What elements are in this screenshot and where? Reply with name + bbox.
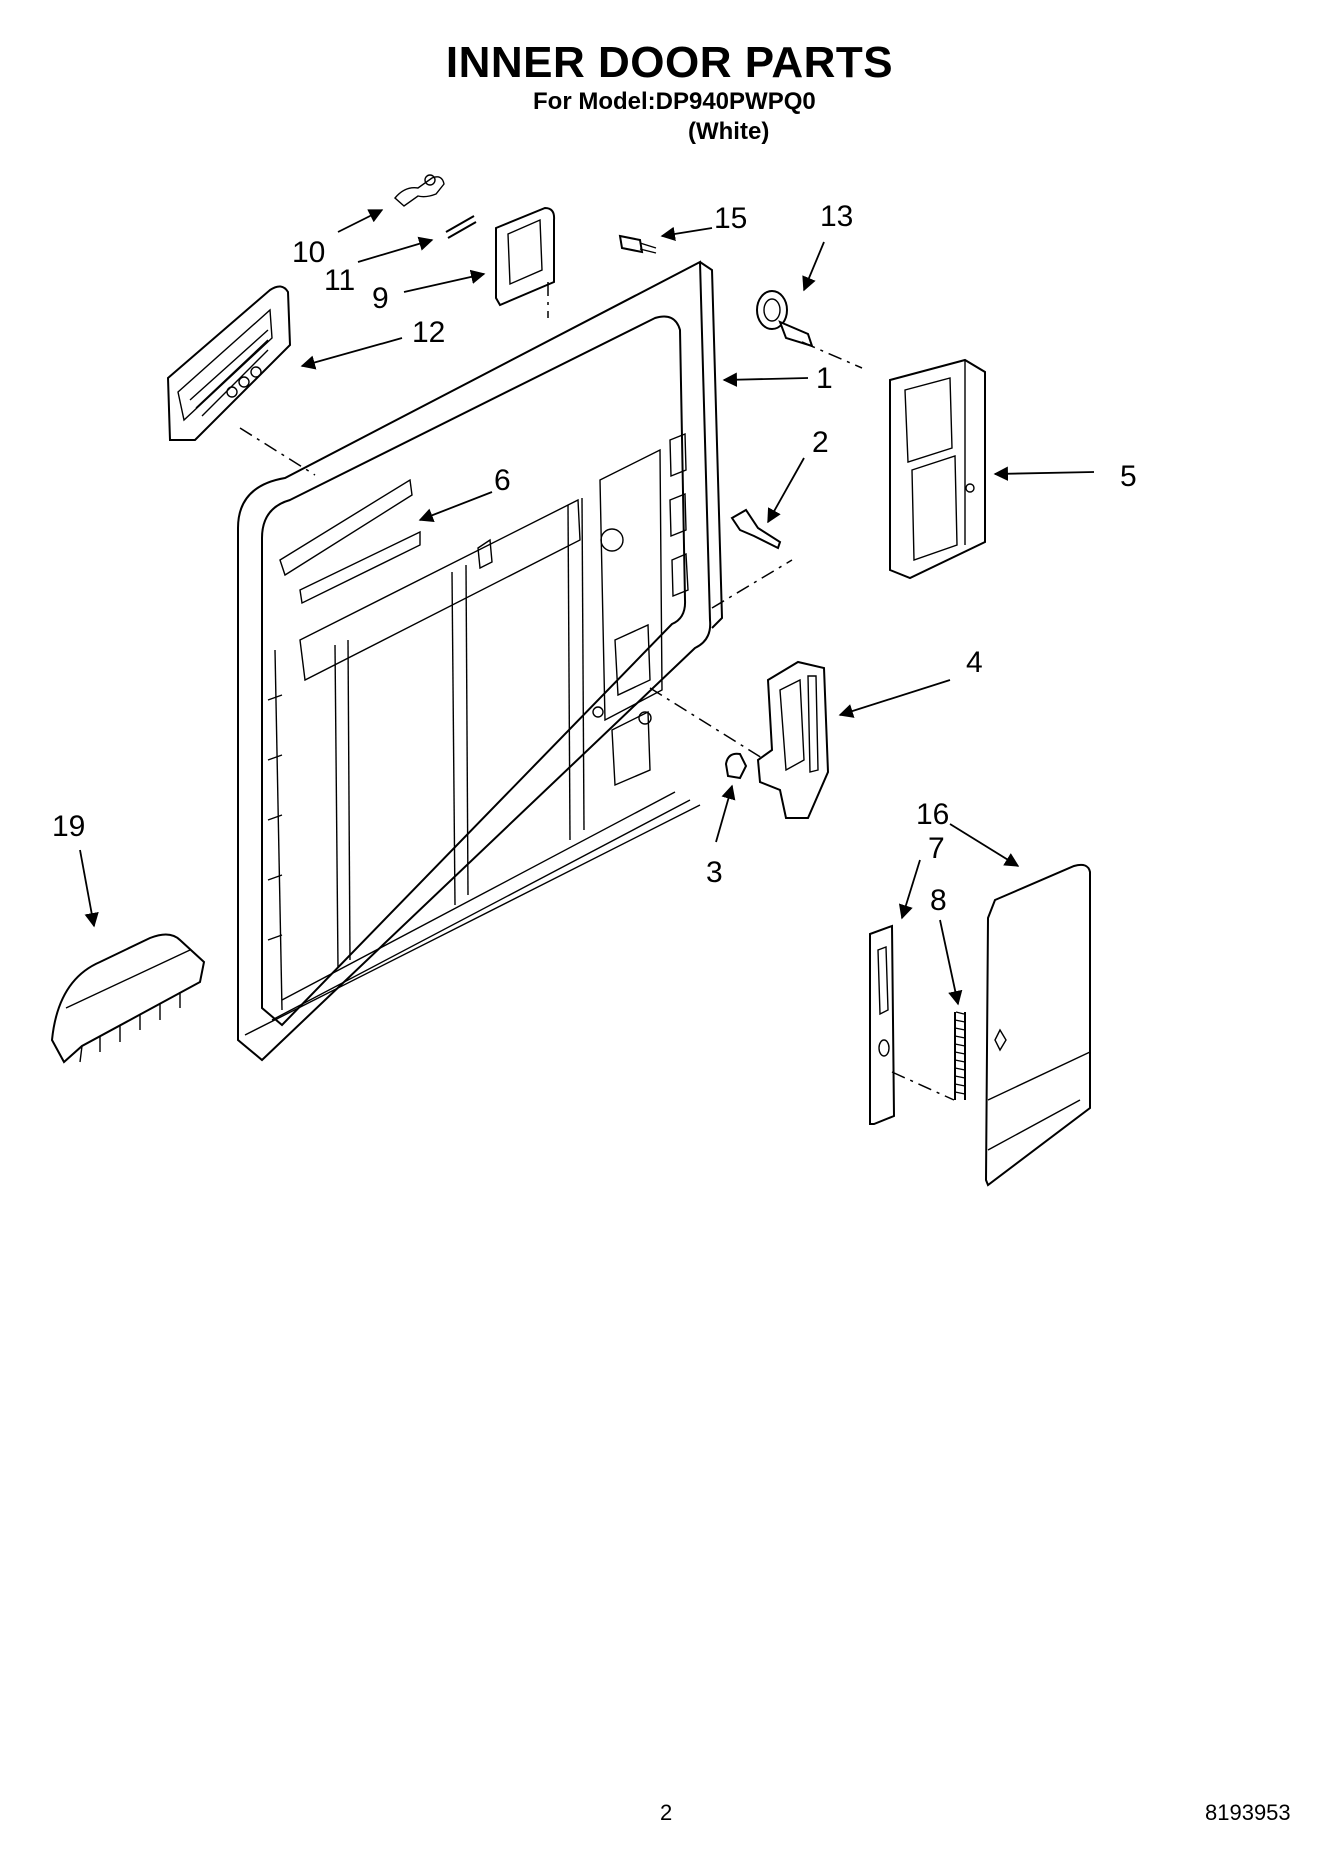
latch-lever: [756, 660, 830, 819]
callout-6: 6: [494, 464, 511, 497]
callout-10: 10: [292, 236, 325, 269]
callout-5: 5: [1120, 460, 1137, 493]
latch-button: [724, 752, 748, 780]
latch-housing: [889, 358, 986, 580]
callout-15: 15: [714, 202, 747, 235]
callout-2: 2: [812, 426, 829, 459]
rinse-aid-knob: [756, 290, 814, 348]
inner-door-panel: [237, 260, 724, 1062]
callout-11: 11: [324, 264, 355, 297]
callout-13: 13: [820, 200, 853, 233]
callout-1: 1: [816, 362, 833, 395]
model-number: For Model:DP940PWPQ0: [533, 88, 816, 115]
callout-3: 3: [706, 856, 723, 889]
callout-16: 16: [916, 798, 949, 831]
latch-strike: [869, 924, 896, 1125]
callout-12: 12: [412, 316, 445, 349]
callout-7: 7: [928, 832, 945, 865]
door-spring: [954, 1011, 966, 1100]
callout-labels: 1 2 3 4 5 6 7 8 9 10 11 12 13 15 16 19: [52, 200, 1137, 917]
dispenser-cover-parts: [394, 174, 556, 307]
callout-8: 8: [930, 884, 947, 917]
document-number: 8193953: [1205, 1800, 1291, 1825]
callout-9: 9: [372, 282, 389, 315]
page-number: 2: [660, 1800, 673, 1825]
page-title: INNER DOOR PARTS: [445, 38, 894, 87]
lower-side-cover: [50, 933, 206, 1064]
callout-4: 4: [966, 646, 983, 679]
leader-arrows: [79, 209, 1095, 1006]
vent-grille: [166, 285, 292, 441]
model-color: (White): [688, 118, 770, 145]
callout-19: 19: [52, 810, 85, 843]
door-side-panel: [984, 863, 1091, 1187]
spring-clip: [730, 508, 782, 550]
assembly-lines: [239, 282, 955, 1101]
screw: [618, 234, 657, 254]
